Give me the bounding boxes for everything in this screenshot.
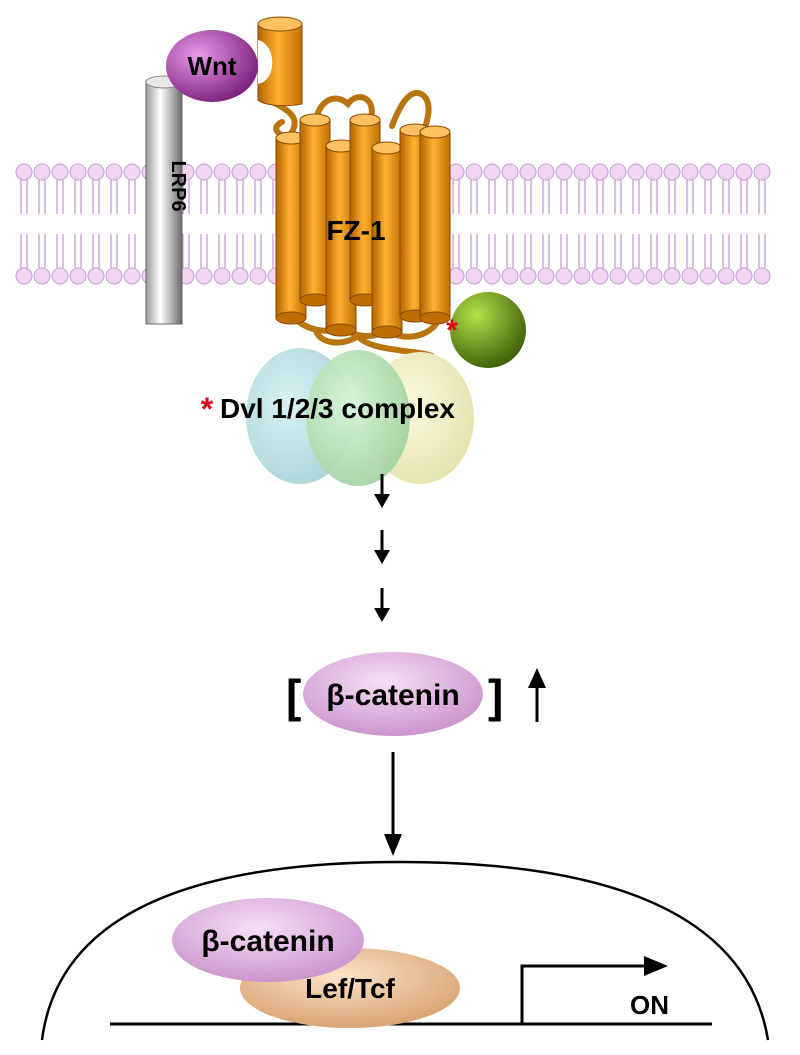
wnt-ligand: Wnt: [166, 30, 258, 102]
lipid-head: [15, 267, 33, 285]
lipid-head: [699, 163, 717, 181]
bracket-right: ]: [488, 670, 503, 722]
fz1-helix-top: [419, 125, 451, 139]
increase-arrow-head: [528, 668, 546, 688]
dvl-asterisk: *: [201, 391, 214, 427]
beta-catenin-cyto-label: β-catenin: [326, 679, 459, 712]
lipid-head: [519, 163, 537, 181]
lipid-head: [573, 163, 591, 181]
lipid-head: [105, 163, 123, 181]
fz1-helix-top: [349, 113, 381, 127]
lipid-head: [501, 163, 519, 181]
lipid-head: [627, 163, 645, 181]
fz1-helix-bottom: [419, 311, 451, 325]
lipid-head: [735, 267, 753, 285]
wnt-label: Wnt: [187, 51, 236, 81]
nucleus: [40, 860, 770, 1041]
lipid-head: [69, 267, 87, 285]
lipid-head: [645, 267, 663, 285]
lipid-head: [465, 267, 483, 285]
lipid-head: [555, 163, 573, 181]
lef-tcf-label: Lef/Tcf: [305, 973, 395, 1004]
lipid-head: [123, 267, 141, 285]
fz1-helix-bottom: [325, 323, 357, 337]
lipid-head: [33, 267, 51, 285]
nuclear-translocation-arrow: [384, 752, 402, 856]
lipid-head: [573, 267, 591, 285]
fz1-helix-bottom: [275, 311, 307, 325]
lipid-head: [681, 163, 699, 181]
lipid-head: [87, 267, 105, 285]
lipid-head: [537, 267, 555, 285]
lipid-head: [69, 163, 87, 181]
lipid-head: [465, 163, 483, 181]
lipid-head: [249, 163, 267, 181]
lipid-head: [519, 267, 537, 285]
fz1-label: FZ-1: [326, 215, 385, 246]
fz1-helix: [419, 131, 451, 319]
transcription-start: ON: [520, 956, 669, 1024]
lipid-head: [195, 267, 213, 285]
lipid-head: [591, 267, 609, 285]
lipid-head: [663, 267, 681, 285]
lipid-head: [609, 267, 627, 285]
lrp6-label: LRP6: [167, 160, 189, 211]
fz1-helix-bottom: [371, 325, 403, 339]
lipid-head: [537, 163, 555, 181]
lipid-head: [15, 163, 33, 181]
lipid-head: [753, 267, 771, 285]
lipid-head: [231, 267, 249, 285]
lipid-head: [681, 267, 699, 285]
dvl-complex-label: Dvl 1/2/3 complex: [220, 393, 455, 424]
fz1-helix-top: [371, 141, 403, 155]
lipid-head: [123, 163, 141, 181]
on-label: ON: [630, 990, 669, 1020]
lipid-head: [51, 163, 69, 181]
lipid-head: [753, 163, 771, 181]
lipid-head: [51, 267, 69, 285]
lipid-head: [231, 163, 249, 181]
lipid-head: [717, 267, 735, 285]
fz1-receptor: [275, 113, 451, 339]
lipid-head: [609, 163, 627, 181]
lipid-head: [645, 163, 663, 181]
bracket-left: [: [286, 670, 301, 722]
kinase-asterisk: *: [446, 314, 458, 347]
lipid-head: [591, 163, 609, 181]
dvl-complex: * Dvl 1/2/3 complex: [201, 348, 474, 486]
fz1-crd: [257, 16, 303, 107]
lrp6-receptor: LRP6: [145, 75, 189, 325]
lipid-head: [735, 163, 753, 181]
lipid-head: [483, 163, 501, 181]
beta-catenin-nucleus: β-catenin: [172, 898, 364, 982]
bound-kinase: *: [446, 292, 526, 368]
beta-catenin-nuc-label: β-catenin: [201, 925, 334, 958]
fz1-helix-top: [299, 113, 331, 127]
lipid-head: [33, 163, 51, 181]
lipid-head: [699, 267, 717, 285]
lipid-head: [717, 163, 735, 181]
lipid-head: [555, 267, 573, 285]
lipid-head: [213, 267, 231, 285]
lipid-head: [213, 163, 231, 181]
lipid-head: [249, 267, 267, 285]
beta-catenin-cytoplasm: [ β-catenin ]: [286, 652, 546, 736]
lipid-head: [87, 163, 105, 181]
lipid-head: [501, 267, 519, 285]
lipid-head: [627, 267, 645, 285]
lipid-head: [195, 163, 213, 181]
lipid-head: [663, 163, 681, 181]
signal-arrows: [374, 474, 390, 622]
lipid-head: [483, 267, 501, 285]
lipid-head: [105, 267, 123, 285]
